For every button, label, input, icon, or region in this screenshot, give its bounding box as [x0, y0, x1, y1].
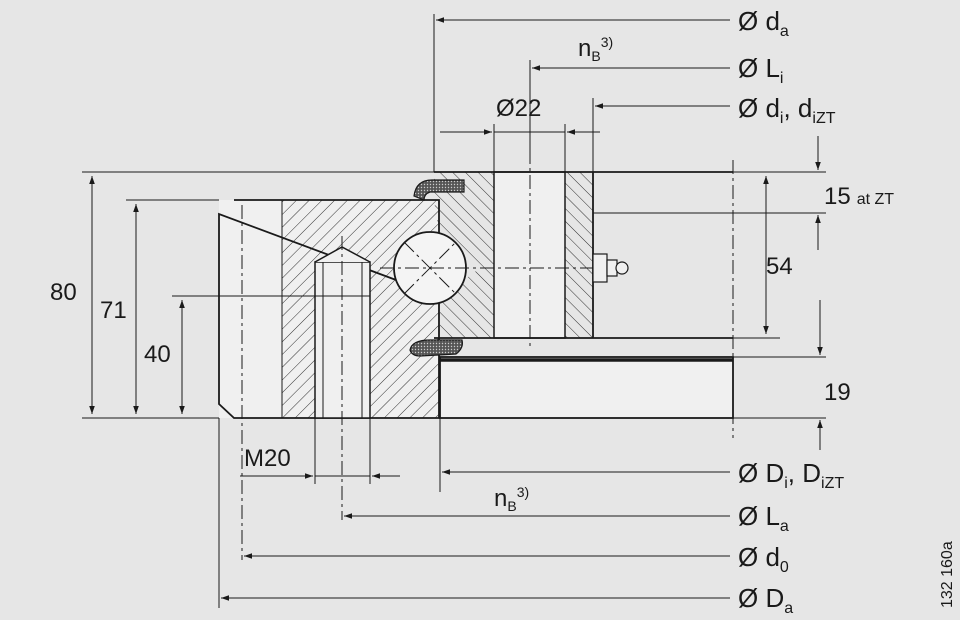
grease-nipple-icon — [592, 253, 629, 283]
label-d0: Ø d0 — [738, 542, 789, 576]
label-h19: 19 — [824, 379, 851, 406]
label-nB-lower: nB3) — [494, 484, 529, 514]
label-nB-upper: nB3) — [578, 34, 613, 64]
label-thread: M20 — [244, 445, 291, 472]
rolling-ball — [380, 231, 620, 305]
seals — [409, 179, 465, 357]
label-Da: Ø Da — [738, 583, 793, 617]
inner-ring-outline — [434, 171, 733, 339]
dimension-lines — [89, 17, 823, 601]
label-h54: 54 — [766, 253, 793, 280]
seal-top — [413, 179, 465, 201]
label-Li: Ø Li — [738, 53, 783, 87]
diameter-labels: Ø da Ø Li Ø di, diZT Ø Di, DiZT Ø La Ø d… — [738, 6, 844, 617]
inner-ring-hatch-right — [565, 172, 593, 338]
label-di-diZT: Ø di, diZT — [738, 93, 836, 127]
figure-id: 132 160a — [939, 541, 956, 608]
label-Di-DiZT: Ø Di, DiZT — [738, 458, 844, 492]
label-da: Ø da — [738, 6, 789, 40]
inner-ring — [434, 150, 734, 419]
inner-ring-lower — [439, 356, 734, 419]
label-La: Ø La — [738, 501, 789, 535]
label-bore-diameter: Ø22 — [496, 95, 541, 122]
label-h80: 80 — [50, 279, 77, 306]
seal-bottom — [409, 339, 463, 357]
extension-lines — [82, 14, 826, 608]
hole-labels: nB3) Ø22 M20 nB3) — [244, 34, 613, 514]
label-h40: 40 — [144, 341, 171, 368]
label-h71: 71 — [100, 297, 127, 324]
